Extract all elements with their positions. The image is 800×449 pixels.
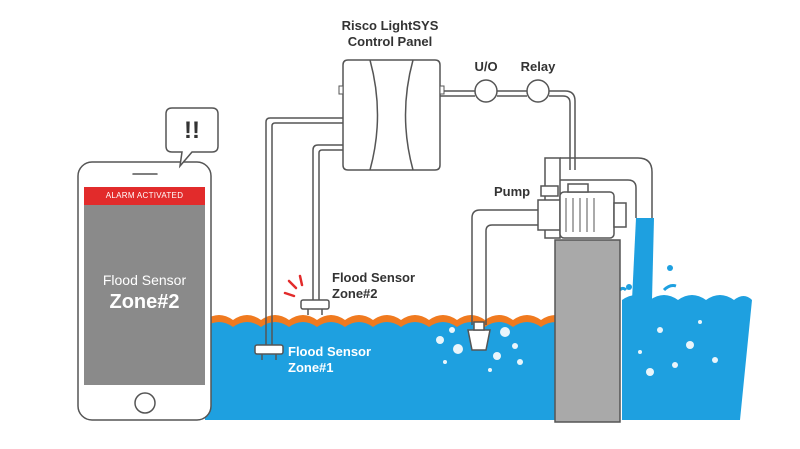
pump-intake-icon [467,321,491,351]
water-pool-right [616,218,752,420]
sensor2-label-line2: Zone#2 [332,286,378,301]
pump-tank [554,239,621,423]
bubble-exclamation: !! [184,117,200,144]
control-panel-label-line2: Control Panel [347,34,433,49]
wiring [265,90,576,345]
water-pool [205,315,571,420]
phone-message-line2: Zone#2 [109,291,180,313]
io-module-label: U/O [474,59,498,74]
control-panel-icon [338,59,445,171]
pump-icon [537,183,627,239]
pump-pipe [471,157,653,325]
control-panel-label-line1: Risco LightSYS [341,18,439,33]
relay-label: Relay [520,59,556,74]
alarm-rays-icon [283,274,304,298]
sensor2-label: Flood Sensor Zone#2 [332,270,415,302]
sensor1-label: Flood Sensor Zone#1 [288,344,371,376]
io-module-icon [474,79,498,103]
phone-icon [77,161,212,421]
flood-sensor-icon [254,344,284,360]
water-bubbles [436,320,718,376]
phone-message-line1: Flood Sensor [102,272,187,288]
alarm-banner: ALARM ACTIVATED [84,187,205,205]
flood-sensor-icon [300,299,330,315]
relay-icon [526,79,550,103]
control-panel-label: Risco LightSYS Control Panel [330,18,450,50]
sensor1-label-line2: Zone#1 [288,360,334,375]
sensor2-label-line1: Flood Sensor [332,270,416,285]
speech-bubble-icon [165,107,219,169]
sensor1-label-line1: Flood Sensor [288,344,372,359]
pump-label: Pump [494,184,531,199]
